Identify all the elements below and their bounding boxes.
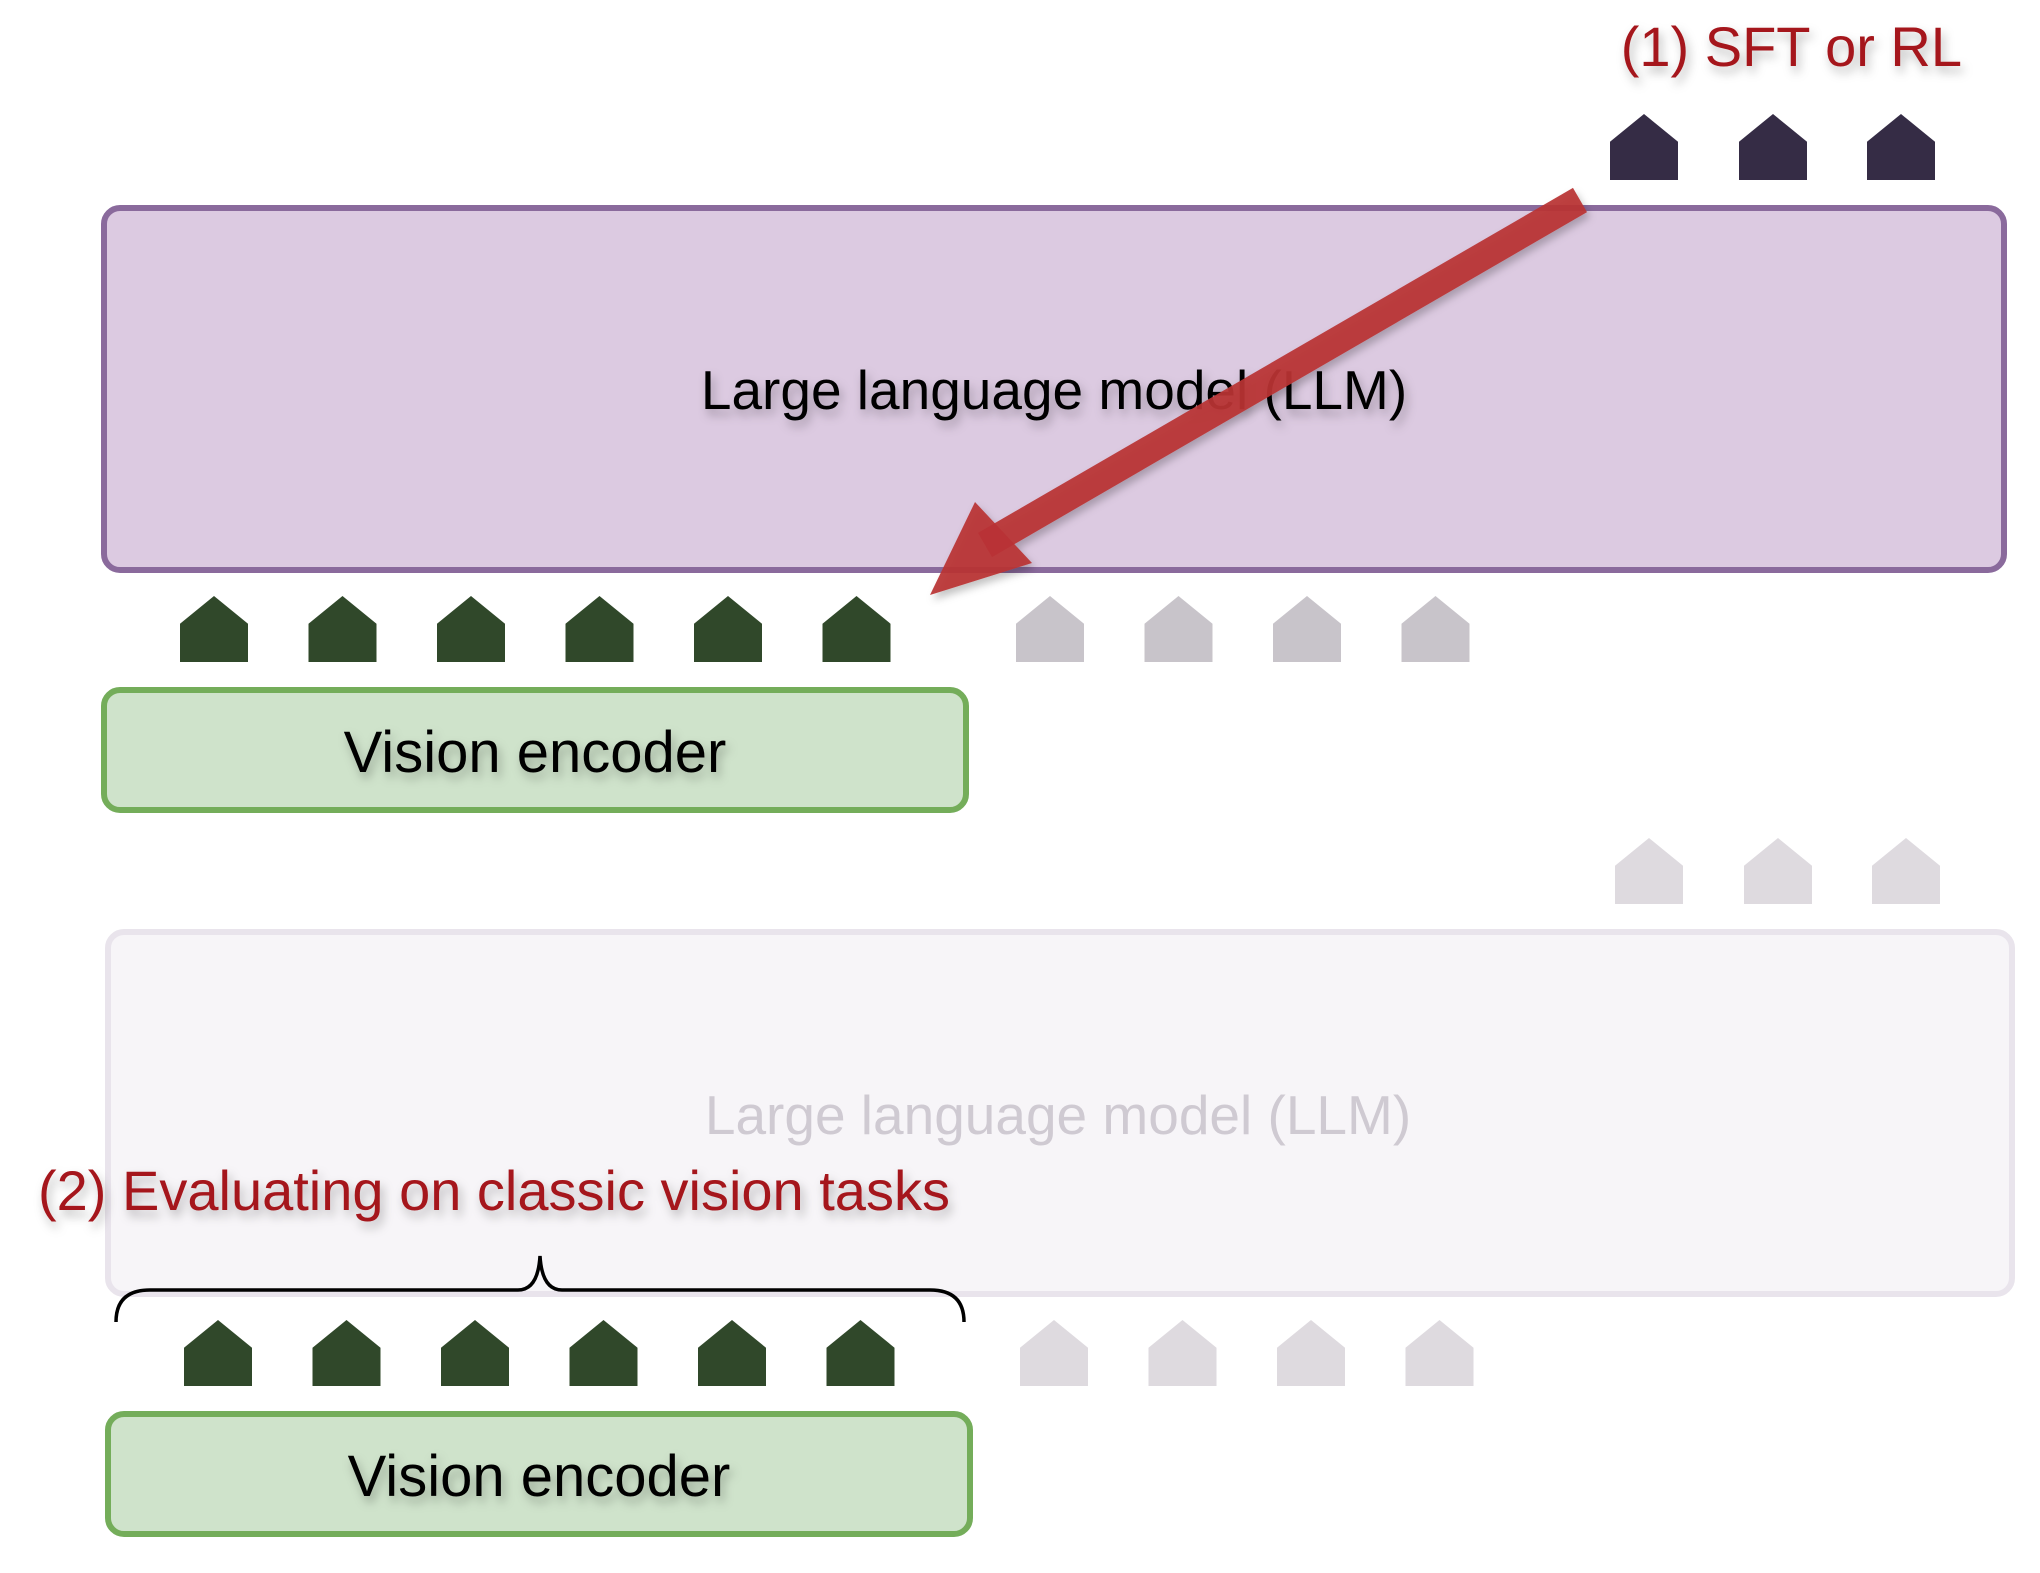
top-output-tokens	[1610, 114, 1935, 180]
text-token-icon	[1016, 596, 1084, 662]
sft-rl-annotation: (1) SFT or RL	[1621, 15, 1962, 78]
top-text-tokens	[1016, 596, 1470, 662]
vision-token-icon	[312, 1320, 381, 1386]
top-section: Large language model (LLM) Vision encode…	[101, 15, 2007, 813]
vision-token-icon	[437, 596, 505, 662]
top-vision-tokens	[180, 596, 891, 662]
output-token-icon	[1615, 838, 1683, 904]
vision-token-icon	[826, 1320, 895, 1386]
top-vision-encoder-label: Vision encoder	[344, 720, 727, 785]
text-token-icon	[1277, 1320, 1345, 1386]
curly-brace-icon	[114, 1255, 966, 1323]
output-token-icon	[1744, 838, 1812, 904]
bottom-text-tokens	[1020, 1320, 1474, 1386]
bottom-llm-label: Large language model (LLM)	[705, 1084, 1411, 1146]
text-token-icon	[1405, 1320, 1474, 1386]
vision-token-icon	[569, 1320, 638, 1386]
text-token-icon	[1148, 1320, 1217, 1386]
top-vision-encoder-box	[101, 687, 969, 813]
vision-token-icon	[822, 596, 891, 662]
output-token-icon	[1739, 114, 1807, 180]
vision-token-icon	[441, 1320, 509, 1386]
vision-token-icon	[698, 1320, 766, 1386]
output-token-icon	[1872, 838, 1940, 904]
bottom-llm-box	[105, 929, 2015, 1297]
arrow-down-left-icon	[930, 187, 1588, 595]
bottom-section: Large language model (LLM) (2) Evaluatin…	[38, 838, 2015, 1537]
vision-token-icon	[180, 596, 248, 662]
vision-token-icon	[565, 596, 634, 662]
text-token-icon	[1144, 596, 1213, 662]
vision-token-icon	[308, 596, 377, 662]
top-llm-box	[101, 205, 2007, 573]
text-token-icon	[1401, 596, 1470, 662]
output-token-icon	[1610, 114, 1678, 180]
output-token-icon	[1867, 114, 1935, 180]
vision-token-icon	[694, 596, 762, 662]
bottom-vision-tokens	[184, 1320, 895, 1386]
bottom-vision-encoder-label: Vision encoder	[348, 1444, 731, 1509]
vision-token-icon	[184, 1320, 252, 1386]
text-token-icon	[1273, 596, 1341, 662]
bottom-vision-encoder-box	[105, 1411, 973, 1537]
text-token-icon	[1020, 1320, 1088, 1386]
evaluation-annotation: (2) Evaluating on classic vision tasks	[38, 1159, 950, 1222]
bottom-output-tokens	[1615, 838, 1940, 904]
